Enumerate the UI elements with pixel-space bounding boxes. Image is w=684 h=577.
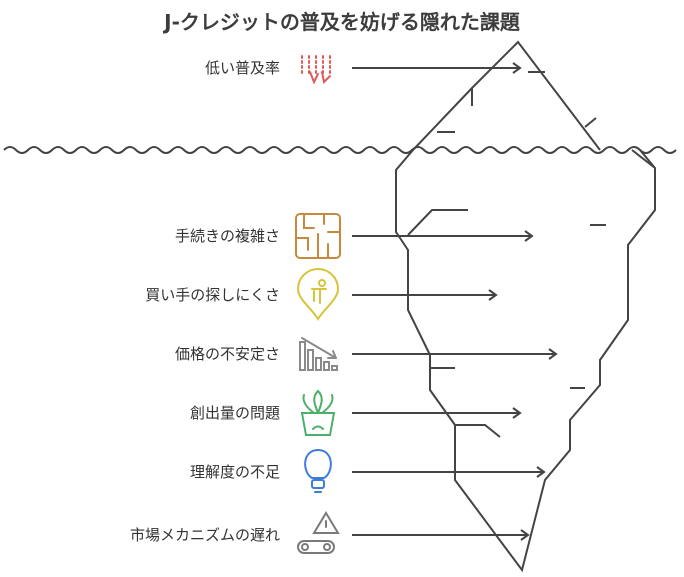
warning-chain-icon <box>297 511 340 554</box>
plant-pot-icon <box>300 389 336 436</box>
person-search-pin-icon <box>296 268 340 321</box>
issue-label: 買い手の探しにくさ <box>145 286 280 304</box>
water-line <box>3 146 677 154</box>
issue-label: 創出量の問題 <box>189 404 280 422</box>
issue-label: 価格の不安定さ <box>174 345 280 363</box>
declining-bars-icon <box>299 337 338 371</box>
pointer-arrow <box>352 407 522 419</box>
lightbulb-icon <box>304 448 332 493</box>
pointer-arrow <box>352 62 522 74</box>
iceberg-body <box>395 149 656 573</box>
pointer-arrow <box>352 230 534 242</box>
falling-chart-icon <box>301 55 331 85</box>
pointer-arrow <box>352 289 498 301</box>
issue-label: 理解度の不足 <box>189 463 280 481</box>
pointer-arrow <box>352 466 546 478</box>
pointer-arrow <box>352 348 558 360</box>
issue-label: 市場メカニズムの遅れ <box>129 526 280 544</box>
maze-icon <box>295 213 341 259</box>
diagram-title: J-クレジットの普及を妨げる隠れた課題 <box>164 10 520 34</box>
iceberg-tip <box>412 40 601 151</box>
pointer-arrow <box>352 529 530 541</box>
issue-label: 手続きの複雑さ <box>174 227 280 245</box>
issue-label: 低い普及率 <box>204 59 280 77</box>
